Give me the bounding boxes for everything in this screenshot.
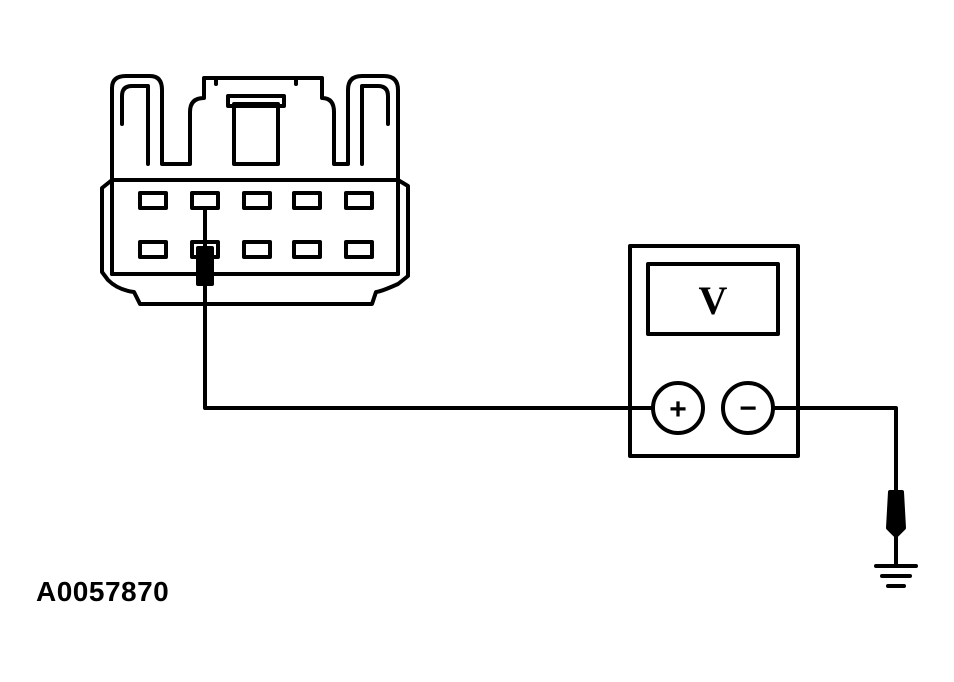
meter-body (628, 244, 800, 458)
cavity (292, 191, 322, 210)
connector-right-bay (360, 84, 390, 166)
figure-id: A0057870 (36, 576, 170, 607)
negative-terminal-symbol: − (739, 392, 757, 425)
cavity (344, 191, 374, 210)
negative-lead-wire (771, 406, 898, 494)
meter-display (646, 262, 780, 336)
positive-lead-wire (203, 282, 654, 410)
cavity-probed-top (190, 191, 220, 210)
connector (100, 74, 410, 306)
cavity (138, 240, 168, 259)
back-probe (196, 206, 214, 286)
cavity (292, 240, 322, 259)
ground-probe (886, 490, 906, 566)
connector-left-bay (120, 84, 150, 166)
cavity (242, 191, 272, 210)
positive-terminal (651, 381, 705, 435)
positive-terminal-symbol: + (669, 393, 687, 426)
cavity (242, 240, 272, 259)
ground-icon (874, 564, 918, 588)
meter-display-symbol: V (699, 278, 728, 323)
cavity (344, 240, 374, 259)
connector-lock-tab (232, 102, 280, 166)
cavity (138, 191, 168, 210)
voltmeter (628, 244, 800, 458)
connector-lock-cap (226, 94, 286, 108)
connector-housing (100, 74, 410, 306)
